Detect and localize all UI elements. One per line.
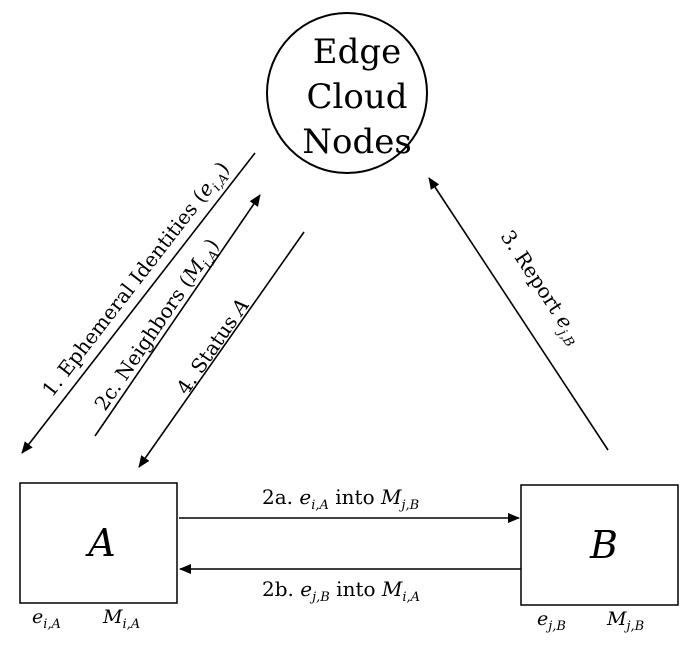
- label-step4-status: 4. Status A: [171, 294, 254, 399]
- node-b-ephemeral-id: ej,B: [537, 608, 566, 634]
- node-b-box: [520, 484, 679, 606]
- node-a: A ei,A Mi,A: [19, 482, 178, 632]
- node-a-label: A: [85, 521, 115, 565]
- arrow-step4-status: [138, 231, 305, 468]
- node-a-box: [19, 482, 178, 604]
- node-b: B ej,B Mj,B: [520, 484, 679, 634]
- arrow-step3-report: [428, 177, 609, 451]
- arrow-step2c-neighbors: [94, 194, 261, 437]
- edge-cloud-circle: [266, 12, 428, 174]
- node-b-neighbors: Mj,B: [606, 608, 644, 634]
- edge-cloud-title-line3: Nodes: [302, 122, 412, 162]
- edge-cloud-title-line2: Cloud: [306, 77, 407, 117]
- edge-cloud-title-line1: Edge: [313, 32, 401, 72]
- label-step3-report: 3. Report ej,B: [492, 226, 587, 351]
- label-step2b: 2b. ej,B into Mi,A: [262, 577, 420, 605]
- arrow-step1-ephemeral-identities: [21, 152, 256, 454]
- node-b-label: B: [589, 523, 618, 567]
- node-a-neighbors: Mi,A: [102, 606, 140, 632]
- node-a-ephemeral-id: ei,A: [32, 606, 61, 632]
- edge-cloud-node: Edge Cloud Nodes: [266, 12, 428, 174]
- label-step2a: 2a. ei,A into Mj,B: [262, 485, 419, 513]
